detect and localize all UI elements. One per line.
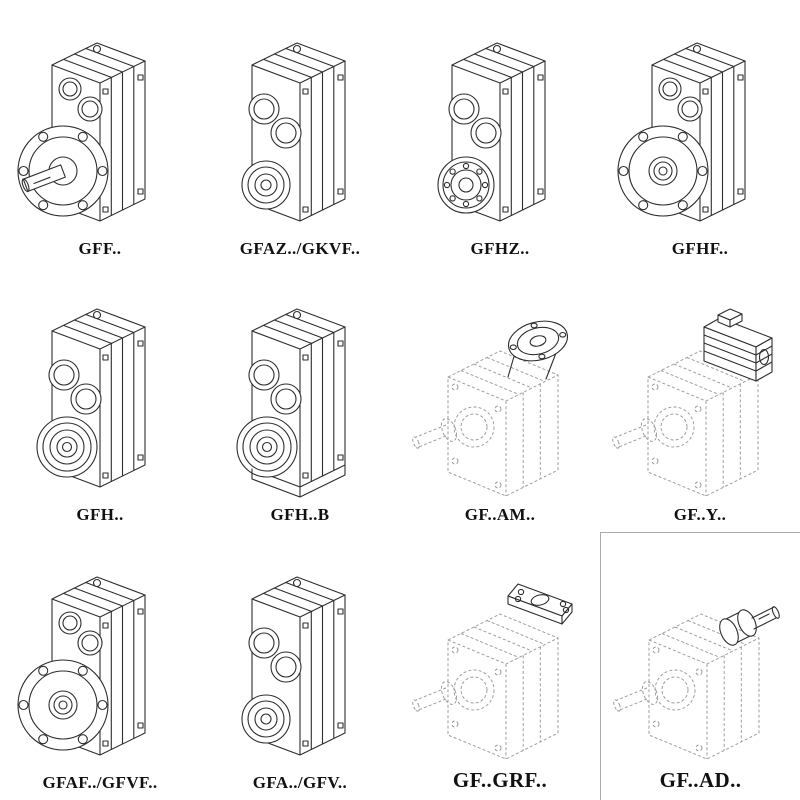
model-label: GFHF..: [671, 239, 729, 258]
gearbox-drawing-gf-grf: [410, 583, 573, 760]
mounted-motor: [703, 308, 773, 382]
model-label: GFAZ../GKVF..: [239, 239, 361, 258]
model-label: GFHZ..: [470, 239, 530, 258]
gearbox-drawing-gf-y: [610, 308, 773, 497]
model-label: GF..GRF..: [452, 768, 548, 792]
iec-adapter-flange: [503, 314, 573, 380]
gear-bores: [248, 359, 302, 415]
gear-bores: [58, 77, 103, 122]
catalog-item-gfh-b: GFH..B: [200, 266, 400, 532]
gearbox-drawing-gff: [17, 42, 146, 222]
model-label: GFH..: [76, 505, 124, 524]
output-bearing: [36, 416, 98, 478]
gearbox-drawing-gf-ad: [611, 605, 781, 760]
gearbox-drawing-gfa-gfv: [241, 576, 346, 756]
gearbox-drawing-gfh-b: [236, 308, 346, 498]
output-flange: [17, 659, 109, 751]
gearbox-drawing-gfaz-gkvf: [241, 42, 346, 222]
catalog-item-gfaz-gkvf: GFAZ../GKVF..: [200, 0, 400, 266]
input-shaft-adapter: [714, 605, 781, 649]
gearbox-drawing-gfh: [36, 308, 146, 488]
model-label: GF..Y..: [673, 505, 727, 524]
shrink-disc-bearing: [437, 156, 495, 214]
catalog-item-gfhz: GFHZ..: [400, 0, 600, 266]
model-label: GFH..B: [270, 505, 330, 524]
hollow-shaft-bearing: [241, 694, 291, 744]
catalog-item-gfaf-gfvf: GFAF../GFVF..: [0, 532, 200, 800]
mounting-plate: [507, 583, 573, 625]
gearbox-drawing-gfhf: [617, 42, 746, 222]
catalog-item-gf-y: GF..Y..: [600, 266, 800, 532]
catalog-item-gff: GFF..: [0, 0, 200, 266]
gear-bores: [448, 93, 502, 149]
gear-bores: [658, 77, 703, 122]
catalog-item-gf-am: GF..AM..: [400, 266, 600, 532]
output-bearing: [236, 416, 298, 478]
model-label: GFA../GFV..: [252, 773, 348, 792]
gear-bores: [48, 359, 102, 415]
gear-bores: [248, 627, 302, 683]
gearbox-drawing-gf-am: [410, 314, 573, 497]
output-flange: [617, 125, 709, 217]
model-label: GFF..: [78, 239, 122, 258]
hollow-shaft-bearing: [241, 160, 291, 210]
model-label: GF..AM..: [464, 505, 536, 524]
gearbox-housing-phantom: [410, 350, 559, 497]
gear-bores: [58, 611, 103, 656]
catalog-item-gfa-gfv: GFA../GFV..: [200, 532, 400, 800]
model-label: GF..AD..: [659, 768, 742, 792]
gearbox-drawing-gfhz: [437, 42, 546, 222]
catalog-item-gfh: GFH..: [0, 266, 200, 532]
model-label: GFAF../GFVF..: [42, 773, 158, 792]
catalog-item-gf-grf: GF..GRF..: [400, 532, 600, 800]
gearbox-housing-phantom: [410, 613, 559, 760]
catalog-item-gfhf: GFHF..: [600, 0, 800, 266]
gear-bores: [248, 93, 302, 149]
catalog-item-gf-ad: GF..AD..: [600, 532, 800, 800]
gearbox-drawing-gfaf-gfvf: [17, 576, 146, 756]
